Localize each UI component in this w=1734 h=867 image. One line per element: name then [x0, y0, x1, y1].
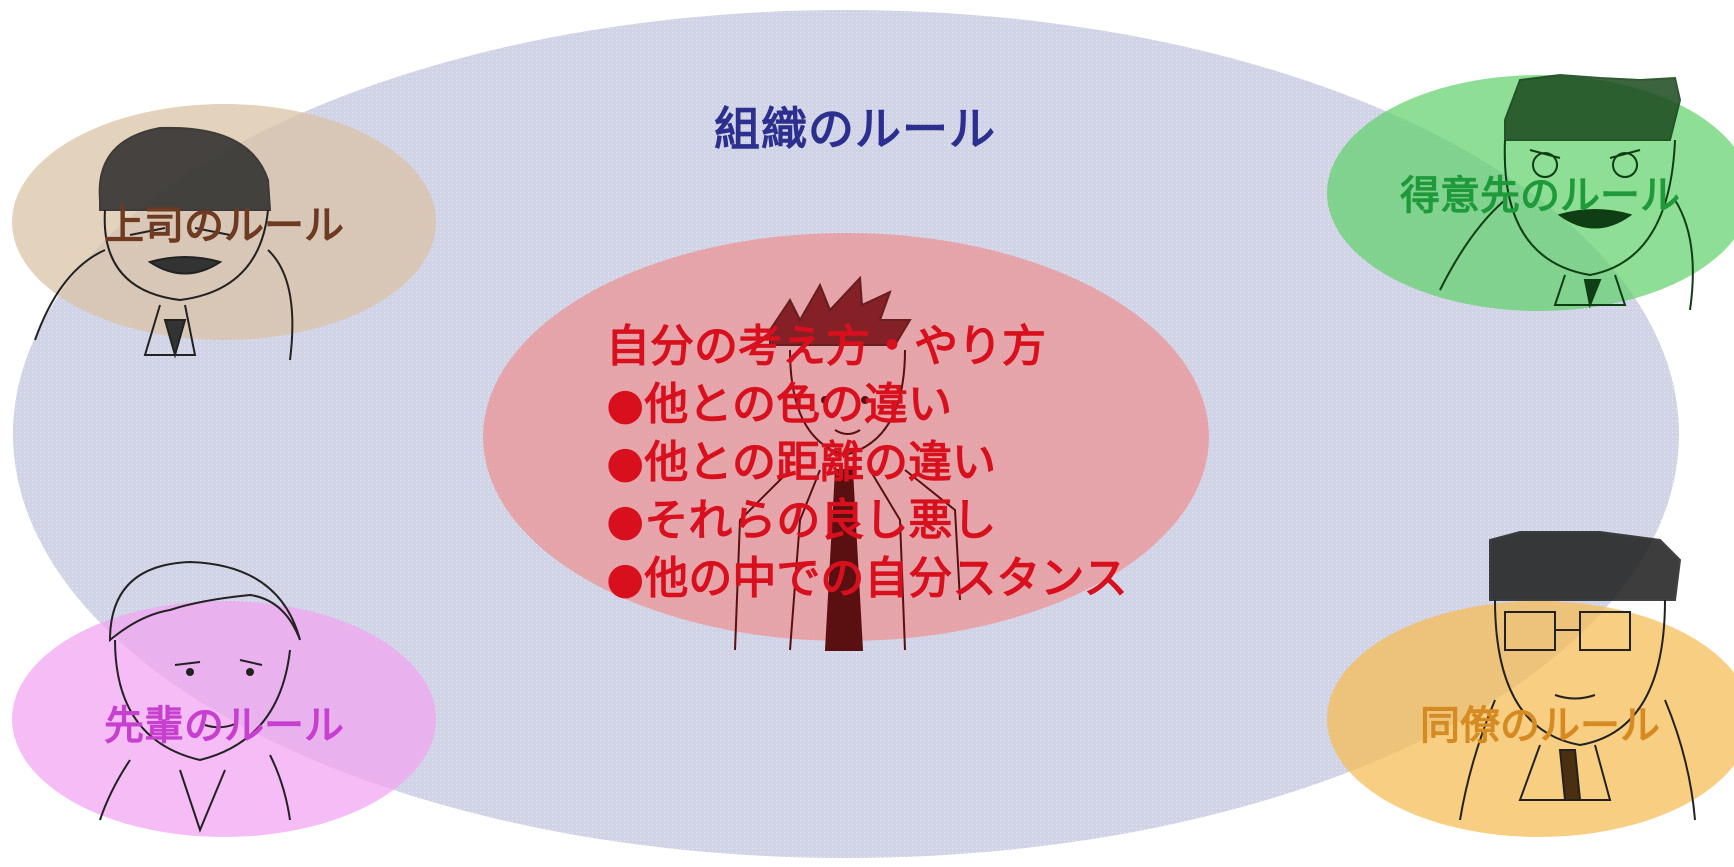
colleague-rules-label: 同僚のルール — [1420, 703, 1660, 749]
self-text-block: 自分の考え方・やり方 ●他との色の違い ●他との距離の違い ●それらの良し悪し … — [606, 318, 1128, 608]
boss-face-sketch — [34, 126, 294, 361]
self-bullet-item: ●他との距離の違い — [606, 437, 996, 488]
self-ellipse — [483, 233, 1209, 641]
colleague-face-sketch — [1459, 531, 1696, 821]
senior-face-sketch — [99, 560, 301, 833]
boss-rules-label: 上司のルール — [104, 203, 344, 249]
self-bullet-item: ●それらの良し悪し — [606, 495, 997, 546]
self-bullet-item: ●他との色の違い — [606, 379, 952, 430]
senior-rules-label: 先輩のルール — [104, 703, 344, 749]
self-figure-sketch — [734, 275, 961, 651]
self-bullet-item: ●他の中での自分スタンス — [606, 553, 1128, 604]
self-heading: 自分の考え方・やり方 — [606, 321, 1046, 372]
client-rules-label: 得意先のルール — [1400, 173, 1680, 219]
client-face-sketch — [1439, 73, 1694, 311]
organization-rules-label: 組織のルール — [714, 102, 996, 156]
